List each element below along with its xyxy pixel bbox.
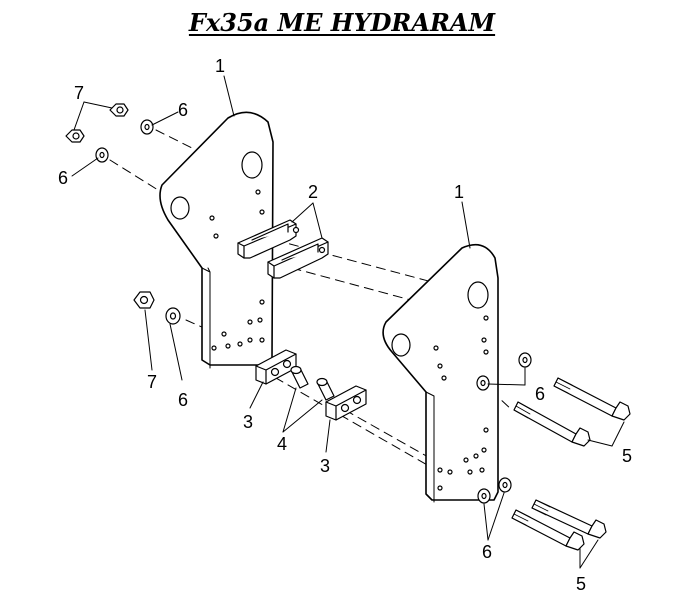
washer-top-left-b (95, 147, 109, 163)
washer-top-left-a (140, 119, 154, 135)
bracket-upper (237, 219, 300, 259)
nut-top-left-a (109, 103, 129, 117)
spacer-block-right (325, 385, 367, 421)
nut-top-left-b (65, 129, 85, 143)
nut-mid-left (133, 291, 155, 309)
washer-right-upper-a (518, 352, 532, 368)
leader-lines (71, 75, 625, 569)
callout-bracket: 2 (308, 182, 318, 202)
bolt-lower-a (531, 499, 607, 539)
callout-washer-right-lower: 6 (482, 542, 492, 562)
callout-bolt-lower: 5 (576, 574, 586, 594)
callout-nut-top-left: 7 (74, 83, 84, 103)
callout-washer-top-left-b: 6 (58, 168, 68, 188)
callout-spacer-block-left: 3 (243, 412, 253, 432)
bolt-upper-b (513, 401, 591, 447)
right-mounting-plate (382, 243, 499, 503)
callout-spacer-block-right: 3 (320, 456, 330, 476)
diagram-title: Fx35a ME HYDRARAM (188, 8, 496, 37)
callout-pin: 4 (277, 434, 287, 454)
callout-washer-mid-left: 6 (178, 390, 188, 410)
washer-right-lower-a (498, 477, 512, 493)
bolt-upper-a (553, 377, 631, 421)
washer-right-lower-b (477, 488, 491, 504)
callout-nut-mid-left: 7 (147, 372, 157, 392)
washer-right-upper-b (476, 375, 490, 391)
callout-washer-top-left-a: 6 (178, 100, 188, 120)
callout-plate-left: 1 (215, 56, 225, 76)
spacer-block-left (255, 349, 297, 385)
bracket-lower (267, 237, 329, 279)
callout-plate-right: 1 (454, 182, 464, 202)
washer-mid-left (165, 307, 181, 325)
pin-upper (290, 365, 309, 389)
bolt-lower-b (511, 509, 585, 551)
callout-washer-right-upper: 6 (535, 384, 545, 404)
pin-lower (316, 377, 335, 401)
callout-bolt-upper: 5 (622, 446, 632, 466)
